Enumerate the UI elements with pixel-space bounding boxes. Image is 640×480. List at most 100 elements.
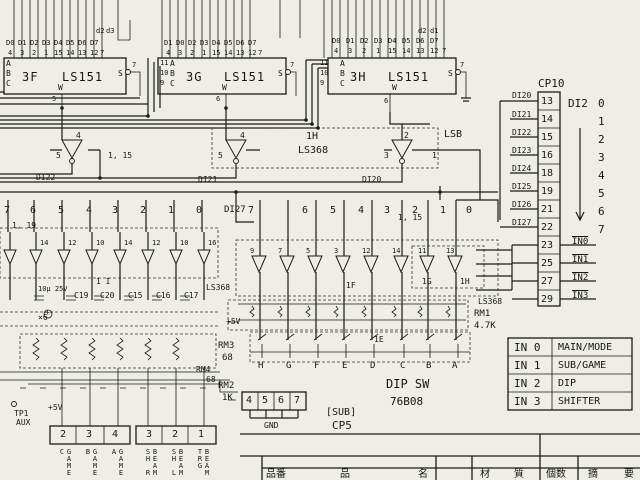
bus-bit-r: 5 [330, 205, 337, 216]
buffer-ref: 1H [306, 131, 319, 142]
chip-3f-in: D5 [66, 39, 75, 47]
bus-bit: 5 [58, 205, 65, 216]
chip-3h-in: D2 [360, 37, 369, 45]
conn-label: GAME B [84, 448, 99, 476]
title-block-c3: 名 [418, 469, 428, 480]
chip-3h-in: D5 [402, 37, 411, 45]
conn-label: GAME A [110, 448, 125, 476]
cp10-title: CP10 [538, 77, 565, 90]
buffer-lsb: LSB [444, 129, 463, 140]
cap-plus: + [45, 308, 50, 317]
chip-pin-7: 7 [442, 47, 447, 55]
cp10-signal-in: IN3 [572, 291, 589, 301]
chip-3h-pin: 4 [334, 47, 339, 55]
cp10-signal: DI23 [512, 146, 532, 155]
chip-3h-s: S [448, 69, 453, 78]
buf-pin-4b: 4 [240, 131, 245, 140]
dip-pos: A [452, 361, 458, 371]
sel-label-a: A [170, 59, 175, 68]
caps [0, 295, 220, 327]
in-table-func: DIP [558, 377, 577, 389]
in-table-grid [507, 337, 633, 411]
cp10-pin: 21 [541, 204, 554, 215]
cp10-signal-in: IN0 [572, 237, 589, 247]
chip-3f-pin: 15 [54, 49, 63, 57]
buf-pin-5b: 5 [218, 151, 223, 160]
rm3-value: 68 [222, 353, 233, 363]
cp10-pin: 27 [541, 276, 554, 287]
cp10-di-bit: 6 [598, 205, 605, 218]
conn-pin: 2 [172, 429, 179, 440]
sig-di20: DI20 [362, 175, 382, 184]
cp10-di-bit: 5 [598, 187, 605, 200]
cp5-sub: [SUB] [326, 407, 357, 418]
chip-3g-part: LS151 [224, 70, 266, 84]
cp10-pin: 29 [541, 294, 554, 305]
bus-bit: 3 [112, 205, 119, 216]
dip-pos: D [370, 361, 376, 371]
cp10-pin: 13 [541, 96, 554, 107]
game-buffers [0, 227, 219, 300]
cp10-signal: DI21 [512, 110, 532, 119]
sel-label-c: C [6, 79, 11, 88]
game-in-pin: 12 [152, 239, 161, 247]
cp10-signal: DI20 [512, 91, 532, 100]
chip-3g-s: S [278, 69, 283, 78]
dip-pin: 12 [362, 247, 371, 255]
conn-pin: 1 [198, 429, 205, 440]
chip-3h-in: D7 [430, 37, 439, 45]
chip-3f-part: LS151 [62, 70, 104, 84]
dip-pos: F [314, 361, 320, 371]
rm1-ladder [227, 299, 469, 331]
cp10-signal-in: IN1 [572, 255, 589, 265]
chip-3f-in: D0 [6, 39, 15, 47]
rm3-label: RM3 [218, 341, 235, 351]
bus-bit: 4 [86, 205, 93, 216]
dip-pos: E [342, 361, 348, 371]
chip-3g-spin: 7 [290, 61, 295, 69]
chip-3f-pin: 1 [44, 49, 49, 57]
sel-label-a: A [340, 59, 345, 68]
rm2-label: RM2 [218, 381, 235, 391]
dip-tag-1g: 1G [422, 277, 432, 286]
chip-3g-in: D7 [248, 39, 257, 47]
game-in-pin: 10 [180, 239, 189, 247]
chip-3g-pin: 15 [212, 49, 221, 57]
top-line-label: d3 [106, 27, 115, 35]
tp-name: TP1 [14, 409, 29, 418]
cp10-signal: DI24 [512, 164, 532, 173]
chip-3g-pin: 4 [166, 49, 171, 57]
bus-bit-r: 0 [466, 205, 473, 216]
cp10-signal: DI26 [512, 200, 532, 209]
bus-bit: 0 [196, 205, 203, 216]
buf-pin-1: 1 [432, 151, 437, 160]
chip-3g-in: D2 [188, 39, 197, 47]
chip-3f-w: W [58, 83, 63, 92]
cp5-pin: 7 [294, 395, 301, 406]
dip-pin: 9 [250, 247, 255, 255]
chip-3h-in: D0 [332, 37, 341, 45]
bus-bit: 2 [140, 205, 147, 216]
cap-name: C15 [128, 291, 143, 300]
conn-label: GAME C [58, 448, 73, 476]
chip-3h-in: D1 [346, 37, 355, 45]
chip-3f-in: D3 [42, 39, 51, 47]
cap-x6: ×6 [38, 313, 48, 322]
cp10-pin: 14 [541, 114, 554, 125]
cp10-pin: 18 [541, 168, 554, 179]
buffer-part: LS368 [298, 145, 329, 156]
bus-bit: 1 [168, 205, 175, 216]
cp10-di-bit: 1 [598, 115, 605, 128]
dip-pin: 14 [392, 247, 401, 255]
cp10-di-bit: 0 [598, 97, 605, 110]
cp10-signal: DI22 [512, 128, 532, 137]
title-block-c7: 摘 [588, 469, 598, 480]
cp5-pin: 6 [278, 395, 285, 406]
chip-3h-pin: 1 [376, 47, 381, 55]
sig-di21: DI21 [198, 175, 218, 184]
dip-pos: H [258, 361, 264, 371]
chip-3f-ref: 3F [22, 70, 39, 84]
chip-3f-in: D6 [78, 39, 87, 47]
chip-3f [3, 57, 141, 108]
buf-pin-1115: 1, 15 [108, 151, 133, 160]
